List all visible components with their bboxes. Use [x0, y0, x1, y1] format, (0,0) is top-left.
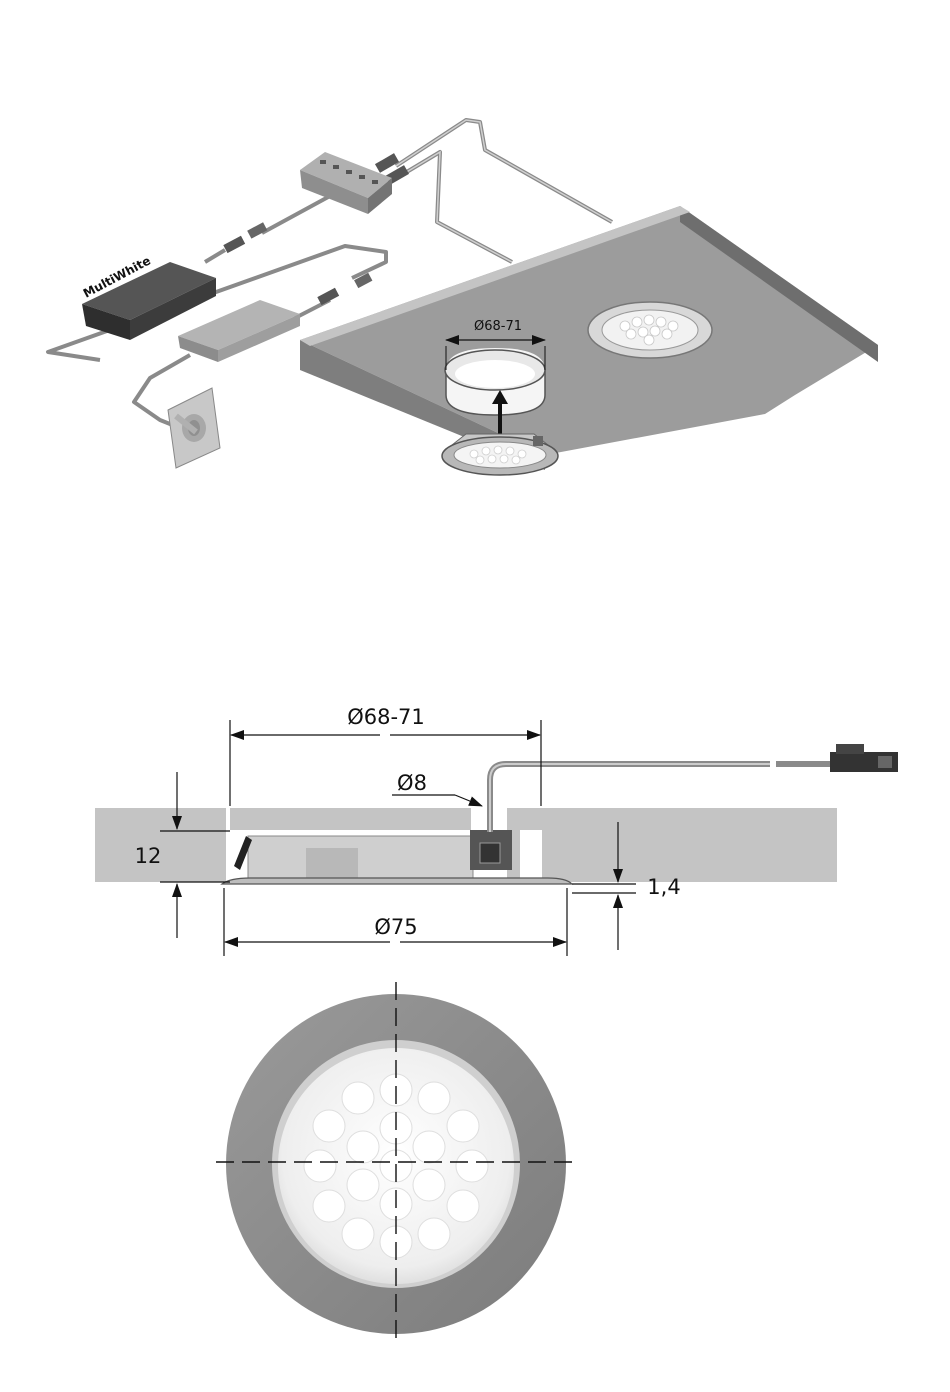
wire-driver-lead	[205, 250, 225, 262]
dim-cutout	[230, 720, 541, 806]
cabinet-panel	[300, 206, 878, 470]
cutout-right-void	[520, 830, 542, 882]
isometric-view: MultiWhite	[48, 120, 878, 475]
cutout-hole	[445, 348, 545, 415]
wire-box-to-driver	[262, 196, 330, 233]
driver-box: MultiWhite	[81, 253, 216, 340]
lamp-being-inserted	[442, 434, 558, 475]
wire-to-light-2	[400, 152, 512, 262]
cable-connector	[830, 744, 898, 772]
installed-downlight	[588, 302, 712, 358]
connector-3	[247, 222, 267, 238]
front-view	[216, 982, 576, 1346]
connector-1	[375, 153, 399, 173]
dim-outer-label: Ø75	[374, 915, 417, 939]
dim-thickness-label: 12	[135, 844, 162, 868]
dim-cutout-label: Ø68-71	[347, 705, 425, 729]
wall-socket	[168, 388, 220, 468]
panel-section-right	[507, 808, 837, 882]
iso-hole-label: Ø68-71	[474, 319, 522, 334]
wire-highlights	[396, 120, 612, 262]
dim-flange-label: 1,4	[647, 875, 680, 899]
dim-cable	[392, 795, 482, 806]
power-supply	[178, 300, 300, 362]
wire-to-light-1	[396, 120, 612, 222]
section-view: Ø68-71 Ø8 12 1,4 Ø75	[95, 705, 898, 956]
dim-cable-label: Ø8	[397, 771, 427, 795]
connector-4	[223, 236, 245, 253]
